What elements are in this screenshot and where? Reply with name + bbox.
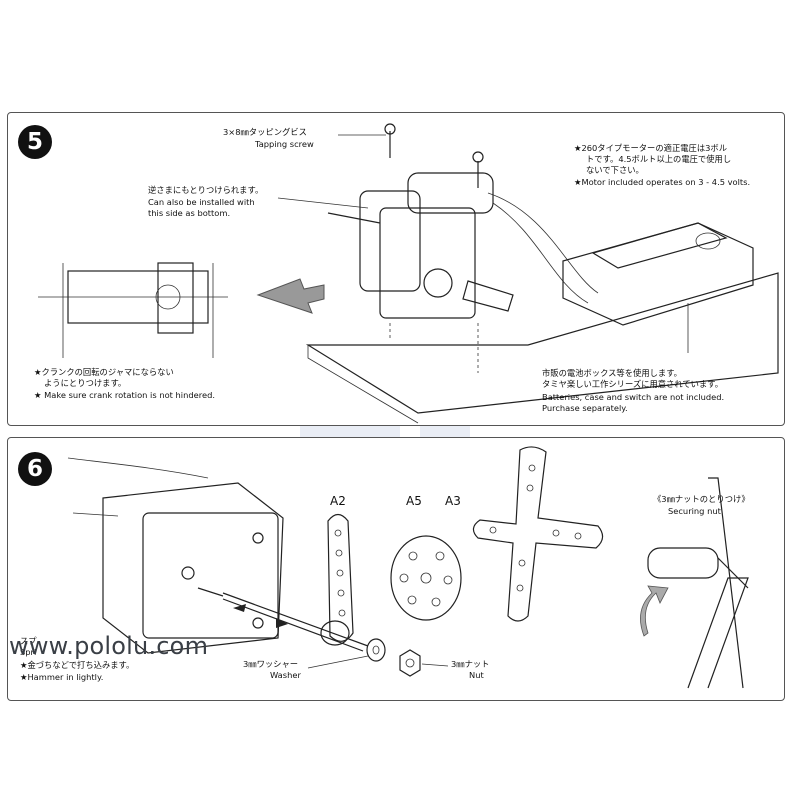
nut-label-en: Nut (469, 670, 484, 680)
washer-label-en: Washer (270, 670, 301, 680)
hammer-note-ja: ★金づちなどで打ち込みます。 (20, 660, 135, 670)
step-5-illustration (38, 123, 779, 424)
crank-note-ja-2: ようにとりつけます。 (44, 378, 127, 388)
gearbox-step6 (102, 482, 284, 654)
motor-note-en: ★Motor included operates on 3 - 4.5 volt… (574, 177, 751, 187)
motor-note-ja-2: トです。4.5ボルト以上の電圧で使用し (586, 154, 732, 164)
battery-note-ja-1: 市販の電池ボックス等を使用します。 (542, 368, 682, 378)
securing-nut-ja: 《3㎜ナットのとりつけ》 (653, 494, 750, 504)
securing-nut-inset (647, 547, 719, 579)
step-number-6: 6 (18, 452, 52, 486)
screw-label-en: Tapping screw (255, 139, 314, 149)
footer-url[interactable]: www.pololu.com (9, 632, 209, 660)
part-label-a2: A2 (330, 494, 346, 508)
part-a2-crank (327, 513, 354, 642)
crank-note-en: ★ Make sure crank rotation is not hinder… (34, 390, 215, 400)
hammer-note-en: ★Hammer in lightly. (20, 672, 104, 682)
part-a5-disc (390, 535, 462, 621)
reverse-note-ja: 逆さまにもとりつけられます。 (148, 185, 264, 195)
part-a3-cross (472, 446, 604, 622)
step-6-panel: 6 (7, 437, 785, 701)
reverse-note-en-2: this side as bottom. (148, 208, 231, 218)
washer-part (366, 638, 386, 662)
gearbox (379, 207, 476, 319)
washer-label-ja: 3㎜ワッシャー (243, 659, 299, 669)
crank-note-ja-1: ★クランクの回転のジャマにならない (34, 367, 174, 377)
part-label-a5: A5 (406, 494, 422, 508)
securing-nut-en: Securing nut (668, 506, 721, 516)
rotation-arrow (640, 585, 669, 637)
motor-note-ja-1: ★260タイプモーターの適正電圧は3ボル (574, 143, 728, 153)
nut-part (399, 649, 421, 677)
direction-arrow (256, 278, 325, 314)
spring-label-ja: スプ (20, 636, 37, 646)
battery-note-ja-2: タミヤ楽しい工作シリーズに用意されています。 (542, 379, 724, 389)
nut-label-ja: 3㎜ナット (451, 659, 490, 669)
screw-label-ja: 3×8㎜タッピングビス (223, 127, 307, 137)
spring-label-en: Spri (20, 647, 37, 657)
battery-note-en-1: Batteries, case and switch are not inclu… (542, 392, 725, 402)
motor (407, 172, 494, 214)
step-5-panel: 5 3×8 (7, 112, 785, 426)
step-number-5: 5 (18, 125, 52, 159)
crank-shaft (222, 592, 369, 647)
base-board (305, 272, 779, 414)
part-label-a3: A3 (445, 494, 461, 508)
step-6-illustration (67, 446, 749, 689)
reverse-note-en-1: Can also be installed with (148, 197, 255, 207)
battery-note-en-2: Purchase separately. (542, 403, 628, 413)
motor-note-ja-3: ないで下さい。 (586, 165, 644, 175)
